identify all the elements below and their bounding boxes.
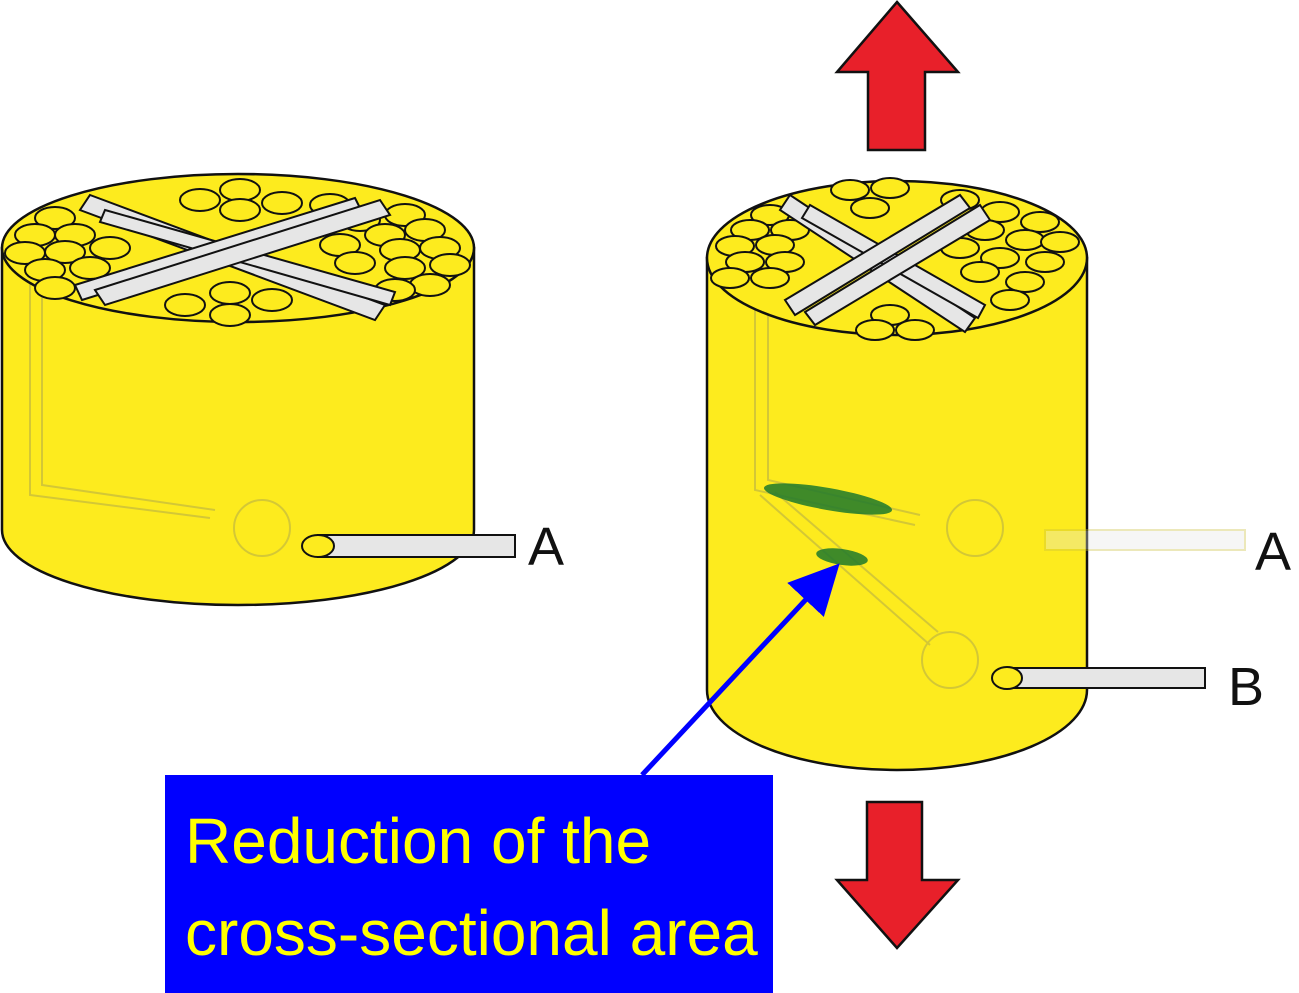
left-internal-channel <box>29 280 291 557</box>
right-channel-b-tube <box>991 666 1206 690</box>
arrow-down-icon <box>834 800 961 950</box>
left-channel-a-tube <box>301 534 516 558</box>
right-fiber-bundle <box>710 177 1080 341</box>
lesion-upper <box>763 483 893 515</box>
left-crossing-rods <box>73 193 397 322</box>
callout-line-1: Reduction of the <box>185 805 652 877</box>
callout-pointer <box>640 563 840 777</box>
arrow-up-icon <box>834 0 961 152</box>
left-cylinder: A <box>0 172 564 607</box>
right-crossing-rods <box>778 193 992 334</box>
right-cylinder: A B <box>705 177 1291 772</box>
right-channel-label-a: A <box>1255 522 1291 582</box>
callout-box: Reduction of the cross-sectional area <box>165 775 773 993</box>
lesion-marks <box>763 483 893 566</box>
left-channel-label-a: A <box>528 517 564 577</box>
lesion-lower <box>816 548 868 566</box>
right-channel-label-b: B <box>1228 657 1264 717</box>
left-fiber-bundle <box>4 178 471 327</box>
callout-line-2: cross-sectional area <box>185 897 758 969</box>
right-channel-a-tube-faded <box>1044 529 1246 551</box>
right-cylinder-body <box>705 256 1089 772</box>
left-cylinder-body <box>0 246 476 607</box>
